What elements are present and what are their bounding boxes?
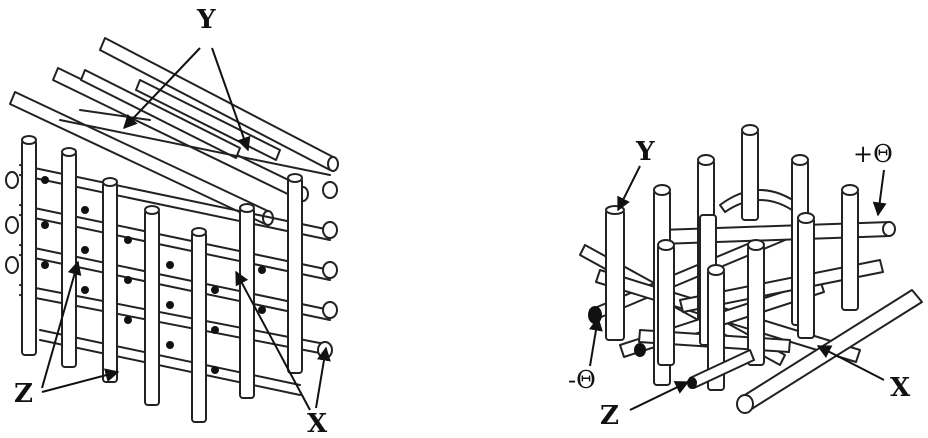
y-rod (797, 212, 815, 339)
label-plus-theta: +Θ (853, 140, 893, 217)
z-rod-bottom (687, 349, 755, 389)
label-y-left: Y (123, 5, 251, 152)
y-rod (80, 69, 241, 159)
label-x-left: X (235, 270, 331, 438)
label-z: Z (600, 401, 619, 431)
rod-ends (41, 176, 266, 374)
y-rod (657, 239, 675, 366)
z-rods (21, 135, 303, 423)
y-rod (841, 184, 859, 311)
label-minus-theta: -Θ (568, 316, 603, 394)
label-z: Z (14, 379, 33, 409)
z-rod (144, 205, 160, 406)
y-rod (707, 264, 725, 391)
label-x: X (307, 409, 328, 438)
y-rods (9, 37, 339, 226)
z-rod (191, 227, 207, 423)
z-rod (239, 203, 255, 399)
z-rod (21, 135, 37, 356)
arc-rod (719, 189, 801, 213)
label-x: X (890, 373, 911, 403)
label-y: Y (196, 5, 216, 35)
y-rod (605, 205, 625, 341)
y-rod (747, 239, 765, 366)
label-z-right: Z (600, 381, 690, 431)
z-rod (61, 147, 77, 368)
y-rods-right (605, 124, 859, 391)
multiaxial-preform: Y +Θ -Θ Z X (568, 124, 923, 431)
label-y: Y (635, 137, 655, 167)
label-y-right: Y (617, 137, 655, 212)
label-minus-theta: -Θ (568, 366, 596, 394)
label-x-right: X (816, 345, 911, 403)
orthogonal-3d-preform: Y Z X (5, 5, 339, 438)
y-rod (99, 37, 339, 172)
z-rod (102, 177, 118, 383)
z-rod (287, 173, 303, 374)
y-rod (9, 91, 274, 226)
label-z-left: Z (14, 260, 120, 409)
label-plus-theta: +Θ (853, 140, 893, 168)
y-rod (741, 124, 759, 221)
